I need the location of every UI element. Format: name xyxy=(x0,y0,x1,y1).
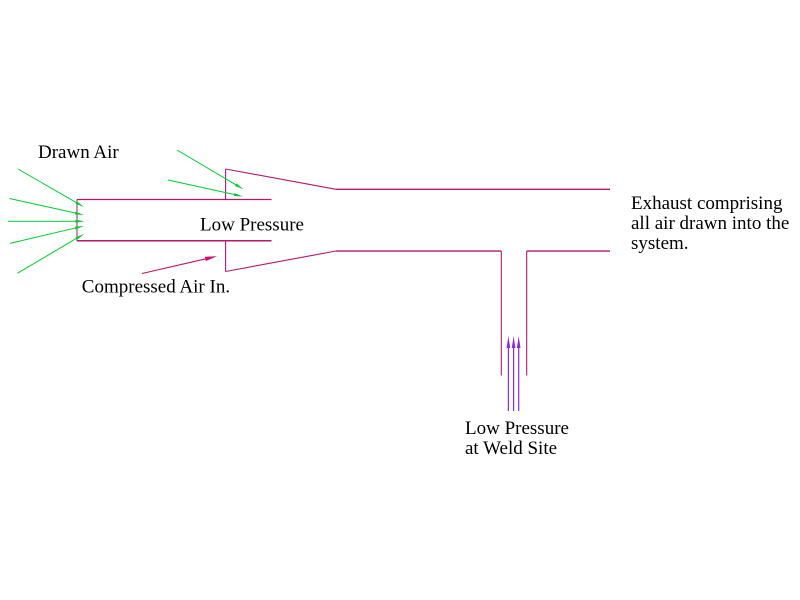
svg-text:Low Pressure: Low Pressure xyxy=(200,215,304,236)
svg-text:Compressed Air In.: Compressed Air In. xyxy=(82,277,230,298)
svg-text:system.: system. xyxy=(631,233,689,254)
svg-text:at Weld Site: at Weld Site xyxy=(465,438,557,459)
svg-text:Drawn Air: Drawn Air xyxy=(38,142,119,163)
svg-text:Low Pressure: Low Pressure xyxy=(465,418,569,439)
svg-text:all air drawn into the: all air drawn into the xyxy=(631,213,789,234)
svg-text:Exhaust comprising: Exhaust comprising xyxy=(631,193,783,214)
